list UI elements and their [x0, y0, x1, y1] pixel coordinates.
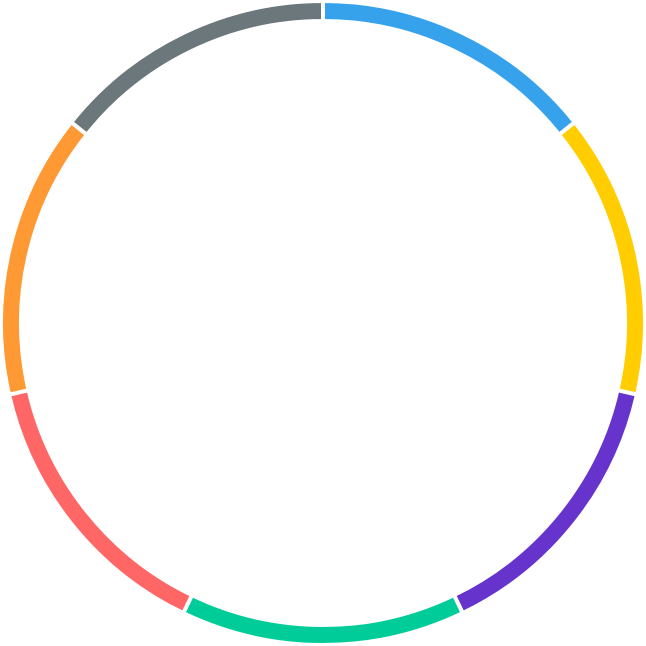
doughnut-segment-4[interactable]: [180, 592, 466, 646]
doughnut-segment-6[interactable]: [0, 119, 90, 398]
doughnut-segment-7[interactable]: [68, 0, 325, 138]
doughnut-segment-5[interactable]: [6, 387, 195, 616]
doughnut-segment-3[interactable]: [451, 387, 640, 616]
doughnut-segment-2[interactable]: [556, 119, 646, 398]
doughnut-segment-1[interactable]: [321, 0, 578, 138]
